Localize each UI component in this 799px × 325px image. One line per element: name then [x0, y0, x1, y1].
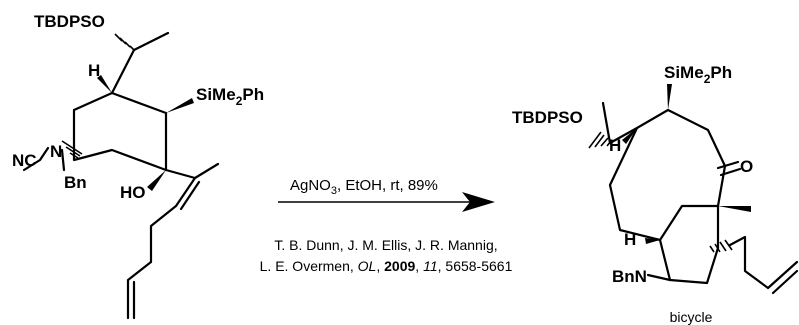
product-caption: bicycle — [670, 309, 713, 325]
reference-line-2: L. E. Overmen, OL, 2009, 11, 5658-5661 — [260, 258, 513, 274]
product-hash-chain — [709, 239, 733, 253]
reactant-alkenyl-bonds — [126, 162, 220, 320]
product-seven-ring-bonds — [608, 108, 727, 242]
reaction-conditions: AgNO3, EtOH, rt, 89% — [290, 177, 438, 197]
reactant-label-h: H — [88, 61, 100, 80]
reactant-wedge-ho — [147, 170, 166, 191]
product-label-h-bottom: H — [624, 230, 636, 249]
product-wedge-si — [667, 84, 672, 110]
product-wedge-methyl — [718, 206, 751, 212]
product-butenyl-bonds — [728, 235, 799, 295]
reactant-hash-n — [61, 140, 83, 159]
reactant-chain-c1 — [110, 31, 170, 95]
product-chain-c1 — [601, 101, 639, 145]
product-label-h-top: H — [609, 136, 621, 155]
reaction-arrow-head — [462, 192, 495, 212]
reference-line-1: T. B. Dunn, J. M. Ellis, J. R. Mannig, — [274, 237, 497, 253]
reaction-arrow-group: AgNO3, EtOH, rt, 89% T. B. Dunn, J. M. E… — [260, 177, 513, 274]
product-pyrrolidine-bonds — [658, 204, 720, 285]
product-label-o: O — [740, 157, 753, 176]
reactant-wedge-h — [97, 75, 112, 93]
product-n-bond — [646, 273, 672, 282]
product-label-sime2ph: SiMe2Ph — [664, 63, 732, 86]
reactant-label-bn: Bn — [64, 173, 87, 192]
reactant-label-nc: NC — [12, 151, 37, 170]
reactant-label-otbdps: TBDPSO — [34, 12, 105, 31]
reactant-label-ho: HO — [120, 183, 146, 202]
reactant-structure: TBDPSO H SiMe2Ph NC N Bn HO — [12, 12, 264, 320]
reactant-label-n: N — [50, 142, 62, 161]
product-label-bnn: BnN — [612, 267, 647, 286]
reactant-cyanomethyl — [22, 146, 66, 172]
product-wedge-h-top — [622, 128, 637, 144]
product-wedge-h-bottom — [645, 238, 660, 244]
product-carbonyl — [716, 160, 742, 177]
reactant-ring-bonds — [72, 91, 168, 172]
reactant-wedge-si — [166, 98, 194, 113]
product-structure: SiMe2Ph TBDPSO H O H BnN bicycle — [512, 63, 799, 325]
reactant-label-sime2ph: SiMe2Ph — [196, 85, 264, 108]
reactant-hash-otbdps — [114, 33, 135, 51]
product-label-otbdps: TBDPSO — [512, 108, 583, 127]
product-hash-otbdps — [588, 131, 612, 149]
